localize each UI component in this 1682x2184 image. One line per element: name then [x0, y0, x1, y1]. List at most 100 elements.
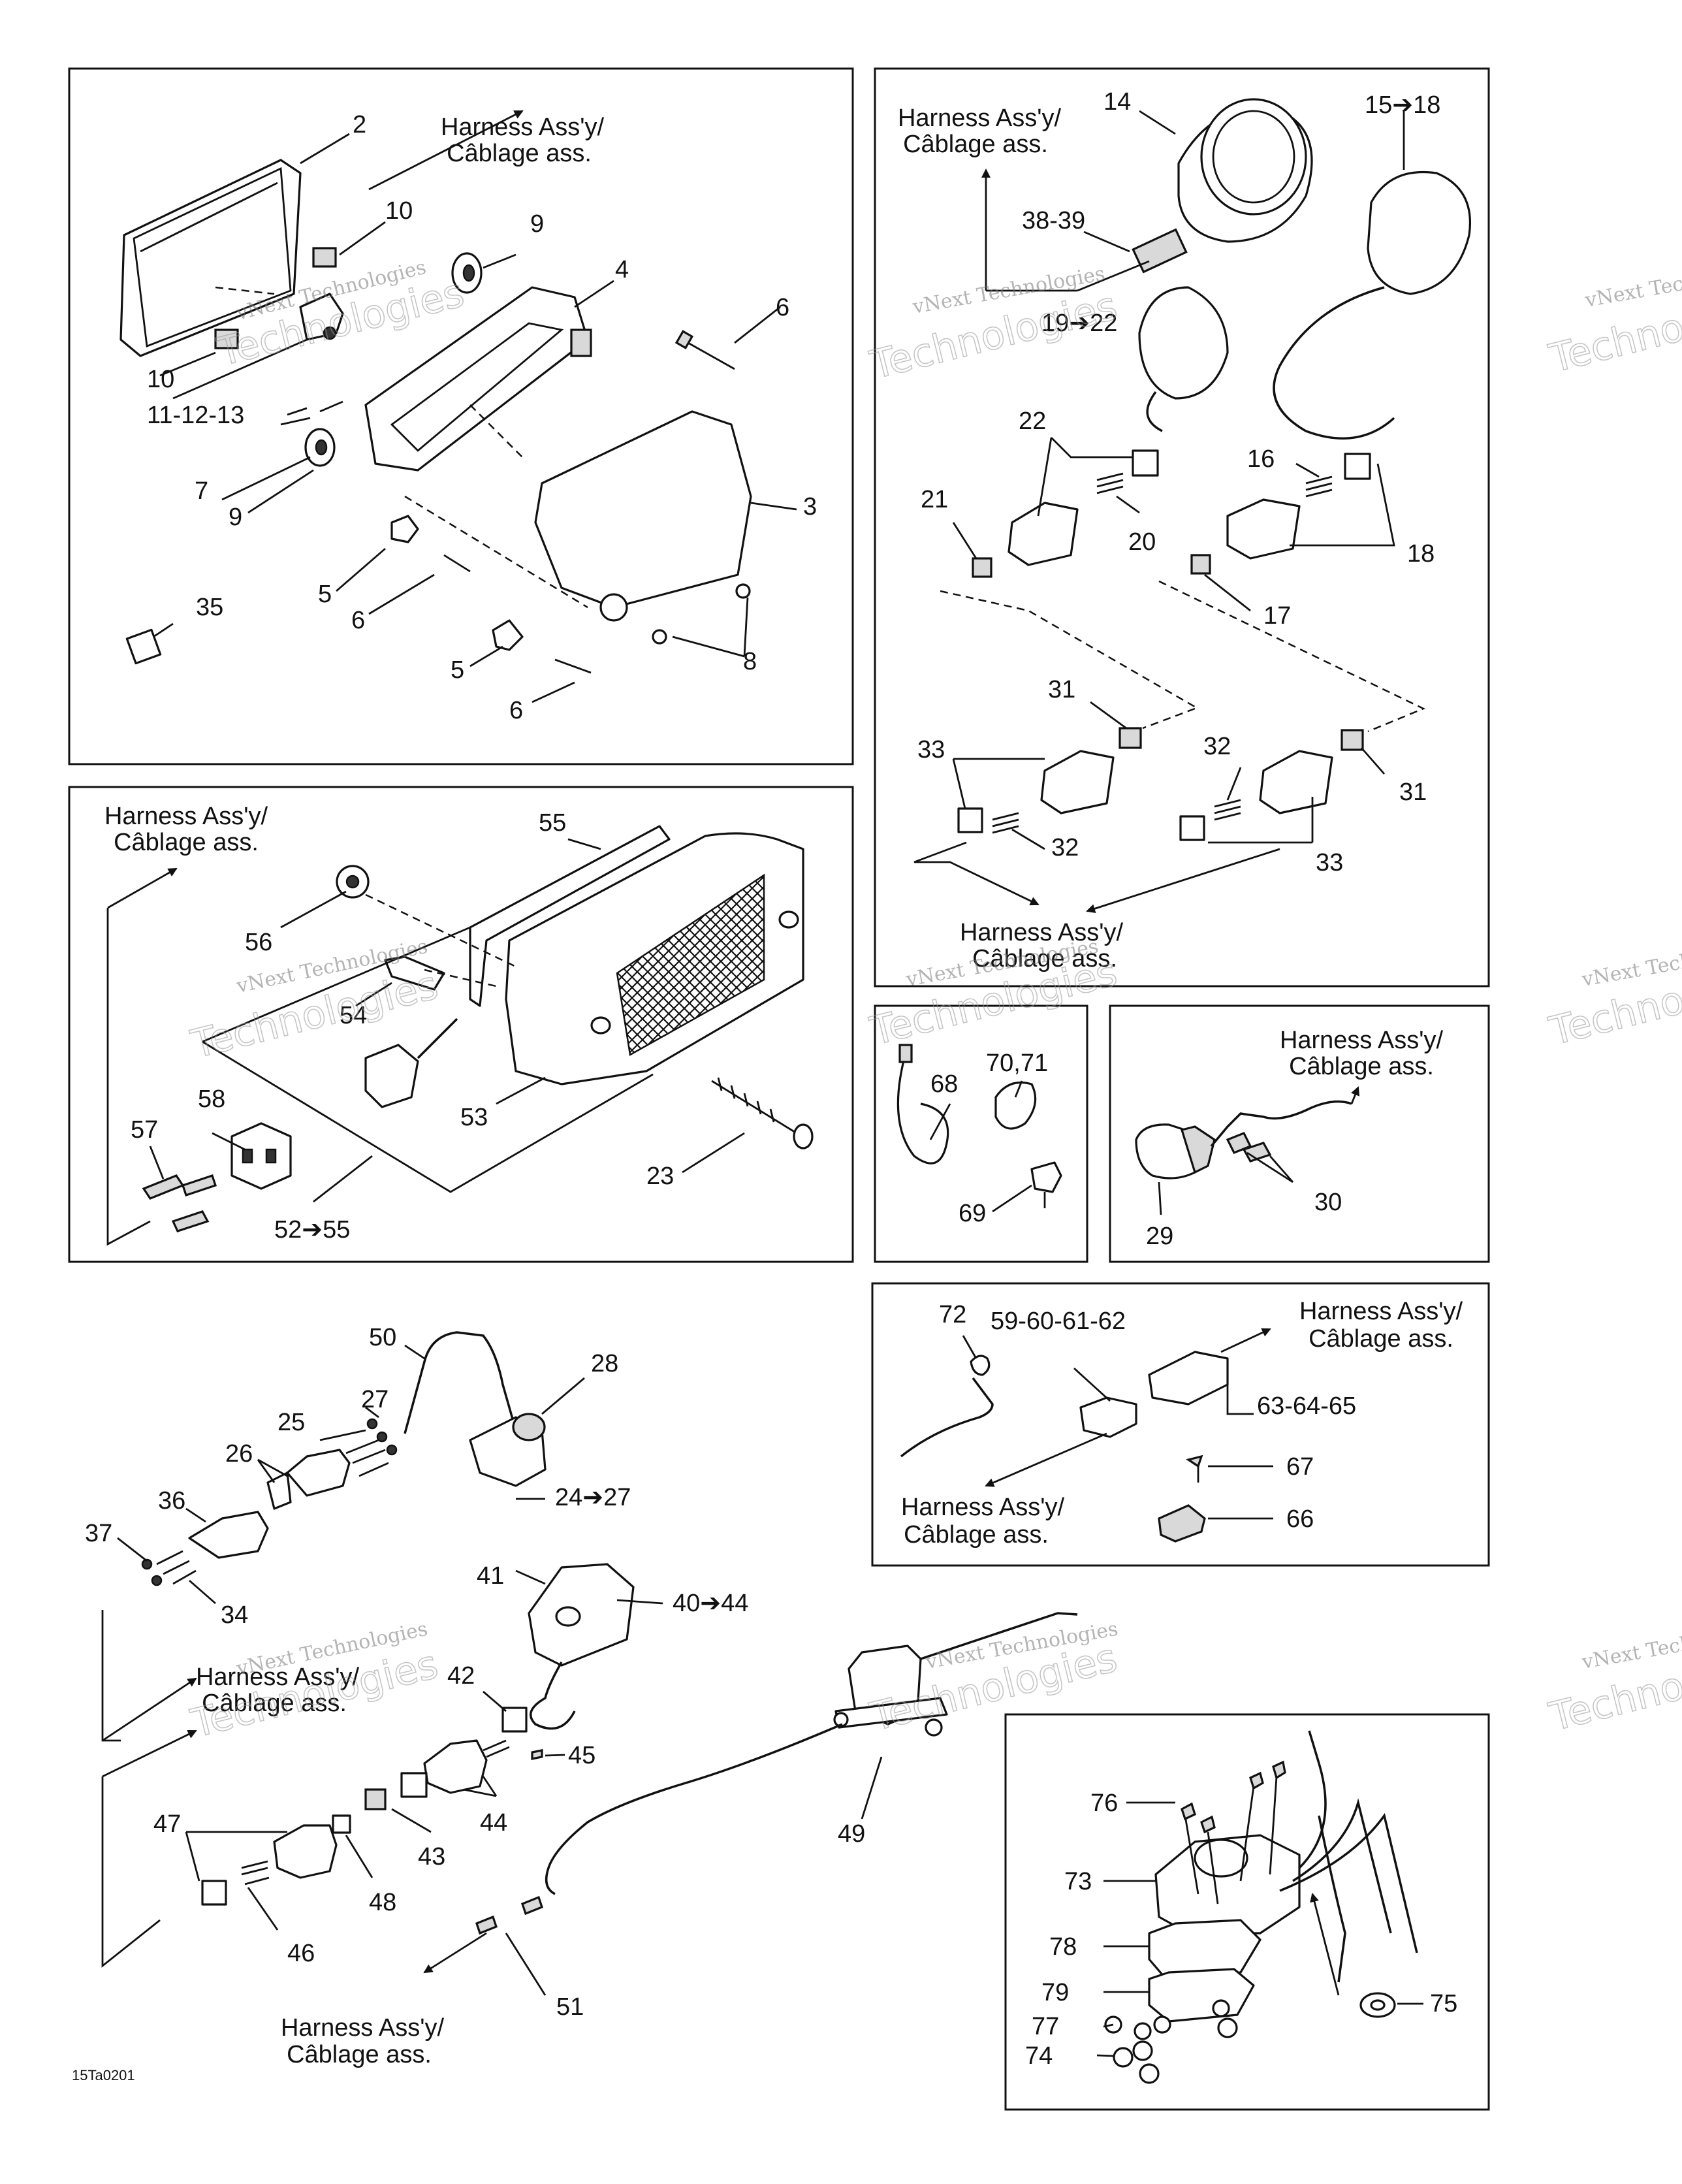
speedometer-bezel — [1200, 98, 1307, 216]
callout-6c: 6 — [509, 697, 523, 724]
callout-72: 72 — [939, 1301, 966, 1328]
seal-33-left — [957, 807, 983, 833]
clip-70-71 — [994, 1081, 1037, 1130]
callout-25: 25 — [278, 1409, 305, 1436]
callout-56: 56 — [245, 929, 272, 956]
nut-74c — [1139, 2063, 1160, 2084]
callout-10a: 10 — [385, 197, 413, 225]
nut-74b — [1132, 2040, 1153, 2061]
callout-58: 58 — [198, 1085, 225, 1113]
ring-terminal-72 — [970, 1355, 991, 1376]
harness-label-7a: Harness Ass'y/ — [901, 1494, 1065, 1521]
callout-47: 47 — [153, 1810, 181, 1838]
seal-33-right — [1179, 815, 1205, 841]
callout-48: 48 — [369, 1889, 396, 1916]
harness-label-4b: Câblage ass. — [114, 829, 259, 856]
panel-indicator — [1109, 1004, 1490, 1263]
clip-10-upper — [312, 247, 337, 268]
callout-75: 75 — [1430, 1990, 1457, 2017]
seal-22 — [1132, 449, 1159, 477]
ties-labels: 68 70,71 69 — [930, 1050, 1048, 1227]
taillight-grille — [616, 873, 765, 1056]
callout-24-27: 24➔27 — [555, 1484, 631, 1511]
sensor-66 — [1158, 1504, 1206, 1543]
callout-41: 41 — [477, 1562, 504, 1590]
regulator-assembly — [1104, 1730, 1418, 2084]
terminal-57b — [181, 1174, 217, 1197]
connector-33-left — [1040, 750, 1115, 814]
callout-34: 34 — [221, 1601, 248, 1629]
panel-taillight — [68, 786, 854, 1263]
tie-head — [898, 1044, 913, 1063]
ignition-assembly — [141, 1331, 547, 1586]
brake-assembly — [475, 1612, 1078, 1935]
ties-assembly — [897, 1044, 1062, 1208]
callout-31a: 31 — [1048, 676, 1075, 703]
seal-42 — [501, 1707, 528, 1733]
harness-label-5a: Harness Ass'y/ — [1280, 1027, 1444, 1054]
lock-43 — [364, 1788, 387, 1810]
callout-63-65: 63-64-65 — [1257, 1392, 1356, 1420]
switch-assembly — [201, 1563, 635, 1906]
headlight-labels: Harness Ass'y/ Câblage ass. 2 10 9 4 6 1… — [147, 111, 817, 724]
connector-18 — [1226, 498, 1301, 560]
connector-44 — [423, 1739, 488, 1794]
callout-45: 45 — [568, 1742, 595, 1769]
panel-ties — [874, 1004, 1088, 1263]
lock-17 — [1190, 554, 1211, 575]
callout-21: 21 — [921, 486, 948, 513]
lock-48 — [332, 1814, 351, 1834]
harness-label-4a: Harness Ass'y/ — [104, 803, 268, 830]
harness-label-7b: Câblage ass. — [904, 1521, 1049, 1549]
callout-32b: 32 — [1203, 733, 1231, 760]
callout-66: 66 — [1286, 1505, 1314, 1533]
callout-35: 35 — [196, 594, 223, 621]
gauges-labels: Harness Ass'y/ Câblage ass. 14 15➔18 38-… — [898, 88, 1440, 972]
callout-37: 37 — [85, 1520, 112, 1547]
indicator-assembly — [1135, 1100, 1352, 1180]
watermark-3: vNext Technologies — [1583, 256, 1682, 312]
callout-74: 74 — [1025, 2042, 1053, 2070]
taillight-labels: Harness Ass'y/ Câblage ass. 55 56 54 53 … — [104, 803, 674, 1244]
regulator-labels: 76 73 78 79 77 74 75 — [1025, 1790, 1457, 2070]
connector-33-right — [1259, 750, 1333, 814]
callout-30: 30 — [1314, 1189, 1342, 1216]
callout-15-18: 15➔18 — [1365, 91, 1440, 119]
harness-label-1b: Câblage ass. — [447, 140, 592, 167]
headlight-rear-cover — [534, 410, 752, 609]
lock-31-right — [1341, 729, 1364, 751]
taillight-assembly — [142, 825, 814, 1232]
harness-label-6a: Harness Ass'y/ — [1299, 1298, 1463, 1325]
callout-52-55: 52➔55 — [274, 1216, 350, 1244]
callout-11-13: 11-12-13 — [147, 402, 244, 429]
tail-connector — [364, 1044, 419, 1108]
callout-57: 57 — [131, 1116, 158, 1144]
callout-20: 20 — [1128, 528, 1156, 556]
callout-44: 44 — [480, 1809, 507, 1837]
callout-23: 23 — [646, 1163, 674, 1190]
knob-5-upper — [390, 515, 419, 543]
sensor-assembly — [900, 1351, 1229, 1543]
callout-7: 7 — [195, 477, 208, 505]
callout-55: 55 — [539, 809, 566, 837]
callout-53: 53 — [460, 1104, 488, 1131]
callout-16: 16 — [1247, 445, 1275, 473]
callout-50: 50 — [369, 1324, 396, 1351]
callout-5b: 5 — [451, 656, 464, 684]
callout-3: 3 — [803, 493, 817, 521]
callout-49: 49 — [838, 1820, 865, 1848]
callout-6b: 6 — [351, 607, 365, 634]
callout-68: 68 — [930, 1070, 958, 1098]
switch-labels: 41 40➔44 42 45 44 43 47 48 46 — [153, 1562, 748, 1967]
panel-headlight — [68, 67, 854, 765]
harness-label-9b: Câblage ass. — [287, 2041, 432, 2068]
connector-59-62 — [1079, 1396, 1137, 1438]
callout-73: 73 — [1064, 1868, 1092, 1895]
terminal-30b — [1242, 1142, 1272, 1163]
nut-74d — [1217, 2017, 1238, 2038]
terminal-57c — [171, 1210, 210, 1232]
callout-70-71: 70,71 — [986, 1050, 1048, 1077]
callout-26: 26 — [225, 1440, 253, 1468]
callout-9a: 9 — [530, 210, 544, 238]
callout-4: 4 — [615, 256, 629, 283]
